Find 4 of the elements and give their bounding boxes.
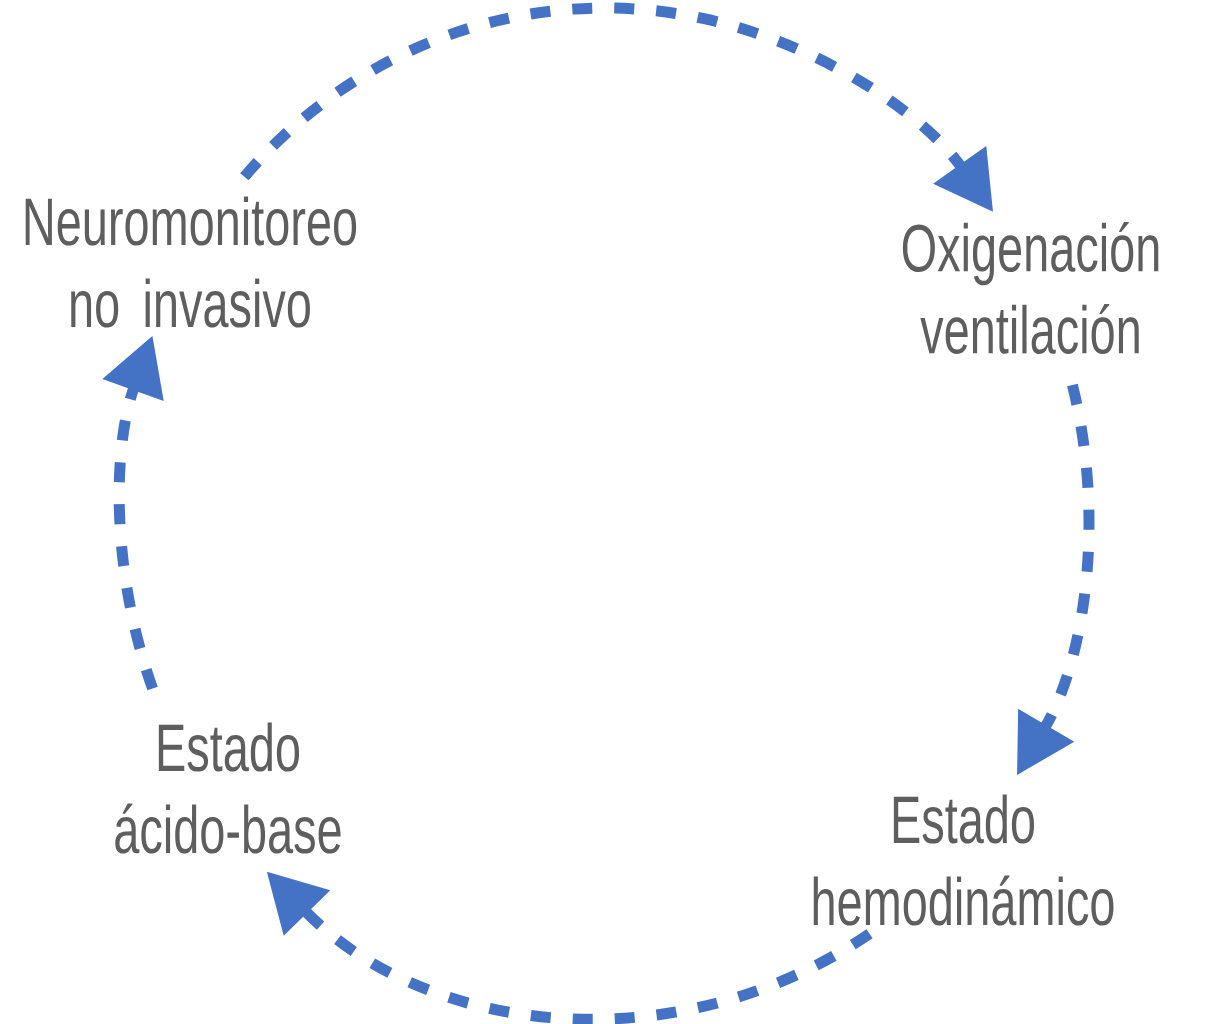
step-label: Neuromonitoreo no invasivo bbox=[25, 196, 357, 328]
step-label: Estado ácido-base bbox=[115, 722, 341, 854]
step-label: Oxigenación ventilación bbox=[902, 222, 1159, 354]
step-label: Estado hemodinámico bbox=[813, 794, 1114, 926]
